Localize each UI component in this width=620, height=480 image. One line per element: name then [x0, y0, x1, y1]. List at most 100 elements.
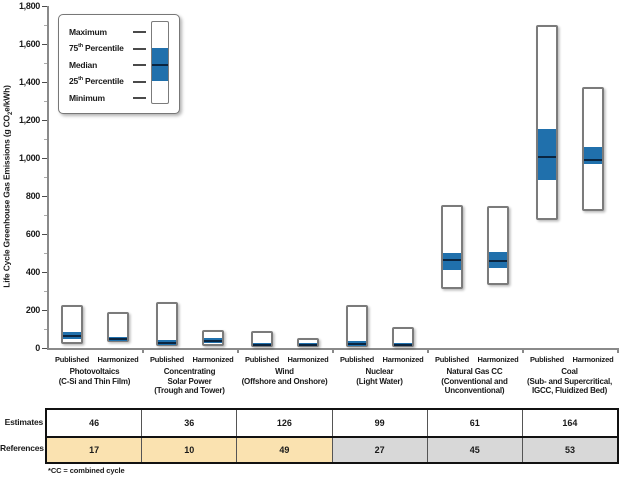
estimates-cell-concentrating-solar-power: 36	[142, 410, 238, 436]
boxplot-coal-published	[536, 25, 558, 220]
iqr-band	[348, 340, 366, 346]
boxplot-photovoltaics-harmonized	[107, 312, 129, 343]
y-axis-tick-label: 1,200	[18, 115, 40, 125]
boxplot-natural-gas-cc-published	[441, 204, 463, 290]
estimates-cell-coal: 164	[562, 418, 578, 428]
legend-dash	[133, 97, 146, 99]
x-axis-group-tick	[617, 348, 619, 353]
boxplot-concentrating-solar-power-published	[156, 302, 178, 346]
references-cell-wind: 49	[237, 438, 333, 462]
median-line	[348, 343, 366, 346]
legend-item-label: Median	[69, 59, 98, 70]
y-axis-major-tick	[42, 233, 47, 235]
boxplot-nuclear-harmonized	[392, 326, 414, 348]
group-title-line: Photovoltaics	[69, 367, 120, 376]
group-title-coal: Coal(Sub- and Supercritical,IGCC, Fluidi…	[515, 367, 620, 396]
group-title-photovoltaics: Photovoltaics(C-Si and Thin Film)	[40, 367, 150, 386]
y-axis-major-tick	[42, 119, 47, 121]
y-axis-minor-tick	[44, 328, 47, 330]
x-axis-group-tick	[142, 348, 144, 353]
median-line	[204, 339, 222, 342]
group-title-nuclear: Nuclear(Light Water)	[325, 367, 435, 386]
median-line	[253, 343, 271, 346]
series-label-coal-published: Published	[529, 355, 565, 364]
y-axis-tick-label: 600	[25, 229, 40, 239]
series-label-wind-published: Published	[244, 355, 280, 364]
series-label-photovoltaics-harmonized: Harmonized	[97, 355, 139, 364]
estimates-row-label: Estimates	[4, 417, 44, 427]
group-title-line: Nuclear	[365, 367, 394, 376]
boxplot-wind-harmonized	[297, 338, 319, 348]
y-axis-minor-tick	[44, 290, 47, 292]
references-cell-concentrating-solar-power: 10	[142, 438, 238, 462]
group-title-line: (C-Si and Thin Film)	[58, 376, 131, 386]
group-title-line: (Trough and Tower)	[154, 386, 225, 395]
y-axis-tick-label: 1,400	[18, 77, 40, 87]
legend-dash	[133, 31, 146, 33]
group-title-line: Natural Gas CC	[446, 367, 503, 376]
boxplot-natural-gas-cc-harmonized	[487, 206, 509, 286]
group-title-line: (Offshore and Onshore)	[241, 376, 328, 386]
series-label-nuclear-harmonized: Harmonized	[382, 355, 424, 364]
y-axis-tick-label: 400	[25, 267, 40, 277]
group-title-line: IGCC, Fluidized Bed)	[531, 386, 608, 395]
boxplot-nuclear-published	[346, 305, 368, 348]
y-axis-major-tick	[42, 271, 47, 273]
legend-sample-box	[151, 21, 169, 104]
estimates-cell-photovoltaics: 46	[47, 410, 143, 436]
y-axis-minor-tick	[44, 24, 47, 26]
median-line	[584, 158, 602, 161]
boxplot-photovoltaics-published	[61, 305, 83, 345]
footnote: *CC = combined cycle	[48, 466, 125, 475]
y-axis-major-tick	[42, 43, 47, 45]
median-line	[443, 258, 461, 261]
series-label-coal-harmonized: Harmonized	[572, 355, 614, 364]
y-axis-tick-label: 0	[35, 343, 40, 353]
estimates-cell-wind: 126	[237, 410, 333, 436]
group-title-line: (Light Water)	[356, 376, 403, 386]
group-title-line: Unconventional)	[444, 386, 505, 395]
median-line	[299, 344, 317, 347]
series-label-concentrating-solar-power-published: Published	[149, 355, 185, 364]
y-axis-tick-label: 800	[25, 191, 40, 201]
legend-sample-median-line	[152, 63, 168, 66]
y-axis-minor-tick	[44, 176, 47, 178]
references-cell-nuclear: 27	[332, 438, 428, 462]
group-title-wind: Wind(Offshore and Onshore)	[230, 367, 340, 386]
y-axis-minor-tick	[44, 100, 47, 102]
group-title-line: Wind	[275, 367, 294, 376]
y-axis-minor-tick	[44, 214, 47, 216]
legend-item-label: Maximum	[69, 26, 107, 37]
legend-item-label: Minimum	[69, 92, 105, 103]
legend-item-label: 75th Percentile	[69, 43, 124, 53]
boxplot-concentrating-solar-power-harmonized	[202, 329, 224, 346]
group-title-line: (Sub- and Supercritical,	[527, 376, 612, 386]
legend-dash	[133, 47, 146, 50]
median-line	[489, 259, 507, 262]
y-axis-major-tick	[42, 81, 47, 83]
y-axis-tick-label: 1,000	[18, 153, 40, 163]
median-line	[538, 156, 556, 159]
median-line	[158, 341, 176, 344]
y-axis-tick-label: 1,600	[18, 39, 40, 49]
x-axis-group-tick	[332, 348, 334, 353]
references-cell-coal: 53	[522, 438, 618, 462]
y-axis-major-tick	[42, 347, 47, 349]
group-title-line: Solar Power	[167, 376, 212, 386]
iqr-band	[443, 252, 461, 271]
y-axis-minor-tick	[44, 252, 47, 254]
boxplot-coal-harmonized	[582, 86, 604, 212]
y-axis-major-tick	[42, 157, 47, 159]
series-label-natural-gas-cc-published: Published	[434, 355, 470, 364]
group-title-line: (Conventional and	[441, 376, 508, 386]
boxplot-wind-published	[251, 330, 273, 347]
